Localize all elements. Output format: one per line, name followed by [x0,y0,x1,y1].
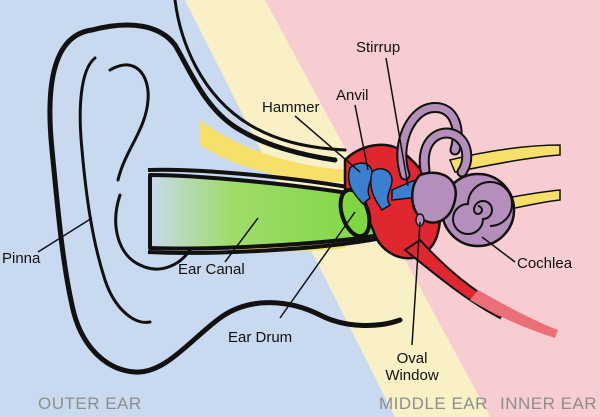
oval-window-leader [411,221,421,346]
right-yellow-band-top [448,144,561,173]
pinna-leader [37,217,93,253]
anvil-bone [370,168,393,212]
head-contour [89,22,338,163]
outer-ear-caption: OUTER EAR [38,394,142,413]
hammer-bone [348,162,373,206]
vestibule [411,171,458,224]
helix-inner-fold [108,63,150,182]
eustachian-tube-fade [470,290,558,338]
ear-drum-label: Ear Drum [228,329,293,346]
concha-fold [114,193,192,271]
cochlea-label: Cochlea [517,255,573,272]
oval-window-label: Oval Window [380,350,444,384]
pinna-label: Pinna [2,250,41,267]
pinna-outline [47,27,403,375]
middle-ear-caption: MIDDLE EAR [379,394,488,413]
upper-yellow-band [200,120,345,182]
ear-canal-outline [147,167,383,255]
ear-canal-leader [224,217,259,263]
cochlea-spiral [452,181,513,235]
semicircular-canal-2-fill [420,129,471,176]
leader-lines [37,57,516,346]
antihelix-fold [78,56,152,324]
inner-ear-caption: INNER EAR [500,394,598,413]
hammer-leader [294,115,361,173]
ear-drum-leader [279,211,356,319]
anvil-label: Anvil [336,87,369,104]
anvil-leader [354,104,369,171]
cochlea-leader [481,236,516,263]
oval-window-label-line1: Oval [396,350,428,367]
stirrup-leader [385,57,409,187]
oval-window-label-line2: Window [385,366,439,384]
hammer-label: Hammer [262,99,320,116]
head-contour-outer [173,0,347,152]
ear-canal-label: Ear Canal [178,261,245,278]
stirrup-label: Stirrup [356,39,401,56]
